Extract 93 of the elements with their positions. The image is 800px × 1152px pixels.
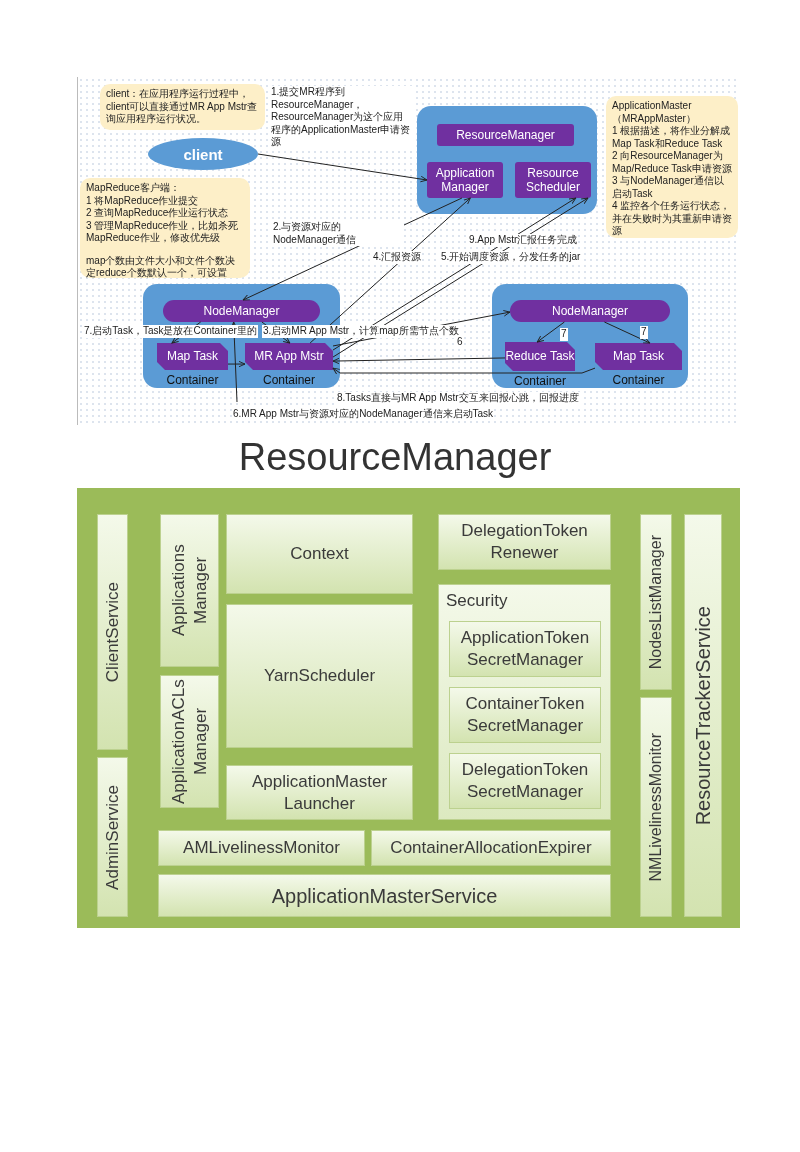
module-box [684, 514, 722, 917]
note-text: ApplicationMaster（MRAppMaster） [612, 100, 697, 125]
arrow [332, 367, 596, 375]
module-box [160, 675, 219, 808]
container-label: Container [611, 373, 666, 387]
component-box [515, 162, 591, 198]
box-label: ApplicationMasterService [271, 884, 498, 907]
note-text: 2 查询MapReduce作业运行状态 [86, 207, 229, 220]
module-box [158, 830, 365, 866]
note-text: 3 与NodeManager通信以启动Task [612, 175, 725, 200]
box-label: AdminService [101, 784, 123, 890]
edge-label: 2.与资源对应的NodeManager通信 [272, 221, 404, 246]
module-box [438, 514, 611, 570]
edge-label: 6.MR App Mstr与资源对应的NodeManager通信来启动Task [232, 408, 495, 421]
arrow [603, 321, 651, 344]
module-box [226, 604, 413, 748]
box-label: Context [290, 543, 349, 565]
edge-label: 1.提交MR程序到ResourceManager，ResourceManager为这个应用程序的ApplicationMaster申请资源 [270, 86, 412, 149]
module-box [226, 765, 413, 820]
container-label: Container [165, 373, 220, 387]
module-box [438, 584, 611, 820]
box-label: AMLivelinessMonitor [183, 837, 340, 859]
edge-label: 4.汇报资源 [372, 251, 423, 264]
note-text: 2 向ResourceManager为Map/Reduce Task申请资源 [612, 150, 732, 175]
task-box [595, 343, 682, 370]
module-box [371, 830, 611, 866]
note-text: 1 根据描述，将作业分解成Map Task和Reduce Task [612, 125, 732, 150]
box-label: DelegationToken Renewer [460, 520, 589, 564]
task-box [245, 343, 333, 370]
node-box [417, 106, 597, 214]
note-box [80, 178, 250, 278]
box-label: ContainerToken SecretManager [464, 693, 586, 737]
box-label: client [183, 145, 223, 163]
note-text: map个数由文件大小和文件个数决定reduce个数默认一个，可设置 [86, 254, 237, 280]
edge-label: 9.App Mstr汇报任务完成 [468, 234, 579, 247]
module-box [449, 687, 601, 743]
task-box [505, 342, 575, 371]
component-box [437, 124, 574, 146]
box-label: Reduce Task [505, 350, 575, 363]
component-box [427, 162, 503, 198]
note-text: 1 将MapReduce作业提交 [86, 194, 199, 207]
edge-label: 7 [640, 326, 648, 339]
note-text: 4 监控各个任务运行状态，并在失败时为其重新申请资源 [612, 200, 732, 238]
box-label: MR App Mstr [254, 350, 324, 363]
box-label: ContainerAllocationExpirer [390, 837, 592, 859]
note-box [606, 96, 738, 238]
module-box [640, 514, 672, 690]
container-label: Container [513, 374, 567, 388]
box-label: NodeManager [551, 304, 629, 318]
module-box [97, 757, 128, 917]
task-box [157, 343, 228, 370]
module-box [160, 514, 219, 667]
note-text: MapReduce客户端： [86, 182, 180, 195]
note-text: 3 管理MapReduce作业，比如杀死MapReduce作业，修改优先级 [86, 219, 240, 245]
box-label: ApplicationMaster Launcher [250, 770, 389, 815]
arrow [332, 357, 506, 365]
arrow [257, 153, 428, 183]
module-box [640, 697, 672, 917]
box-label: ResourceTrackerService [692, 605, 714, 826]
edge-label: 7 [560, 328, 568, 341]
note-box [100, 84, 265, 130]
component-box [163, 300, 320, 322]
module-box [97, 514, 128, 750]
edge-label: 8.Tasks直接与MR App Mstr交互来回报心跳，回报进度 [336, 392, 580, 405]
box-label: NodeManager [203, 304, 280, 318]
node-box [492, 284, 688, 388]
component-box [510, 300, 670, 322]
box-label: NodesListManager [646, 534, 665, 670]
edge-label: 3.启动MR App Mstr，计算map所需节点个数 [262, 325, 460, 338]
edge-label: 5.开始调度资源，分发任务的jar [440, 251, 582, 264]
edge-label: 7.启动Task，Task是放在Container里的 [83, 325, 258, 338]
module-box [158, 874, 611, 917]
box-label: YarnScheduler [263, 665, 376, 687]
box-label: Map Task [166, 350, 219, 363]
box-label: Resource Scheduler [524, 166, 581, 194]
module-box [449, 753, 601, 809]
box-label: ApplicationACLs Manager [167, 678, 211, 805]
box-label: Application Manager [434, 166, 496, 194]
box-label: NMLivelinessMonitor [646, 732, 665, 882]
heading: ResourceManager [237, 436, 553, 479]
note-text: client：在应用程序运行过程中，client可以直接通过MR App Mstr查询应用程序运行状况。 [106, 88, 259, 126]
arrow [536, 321, 565, 343]
box-label: ResourceManager [456, 128, 555, 142]
box-label: Map Task [612, 350, 665, 363]
module-box [449, 621, 601, 677]
module-box [226, 514, 413, 594]
box-label: DelegationToken SecretManager [460, 759, 590, 803]
box-label: ClientService [101, 581, 123, 683]
box-label: Applications Manager [167, 543, 211, 639]
panel-background [77, 488, 740, 928]
box-label: ApplicationToken SecretManager [459, 627, 591, 671]
container-label: Container [262, 373, 316, 387]
section-heading: Security [446, 591, 508, 611]
